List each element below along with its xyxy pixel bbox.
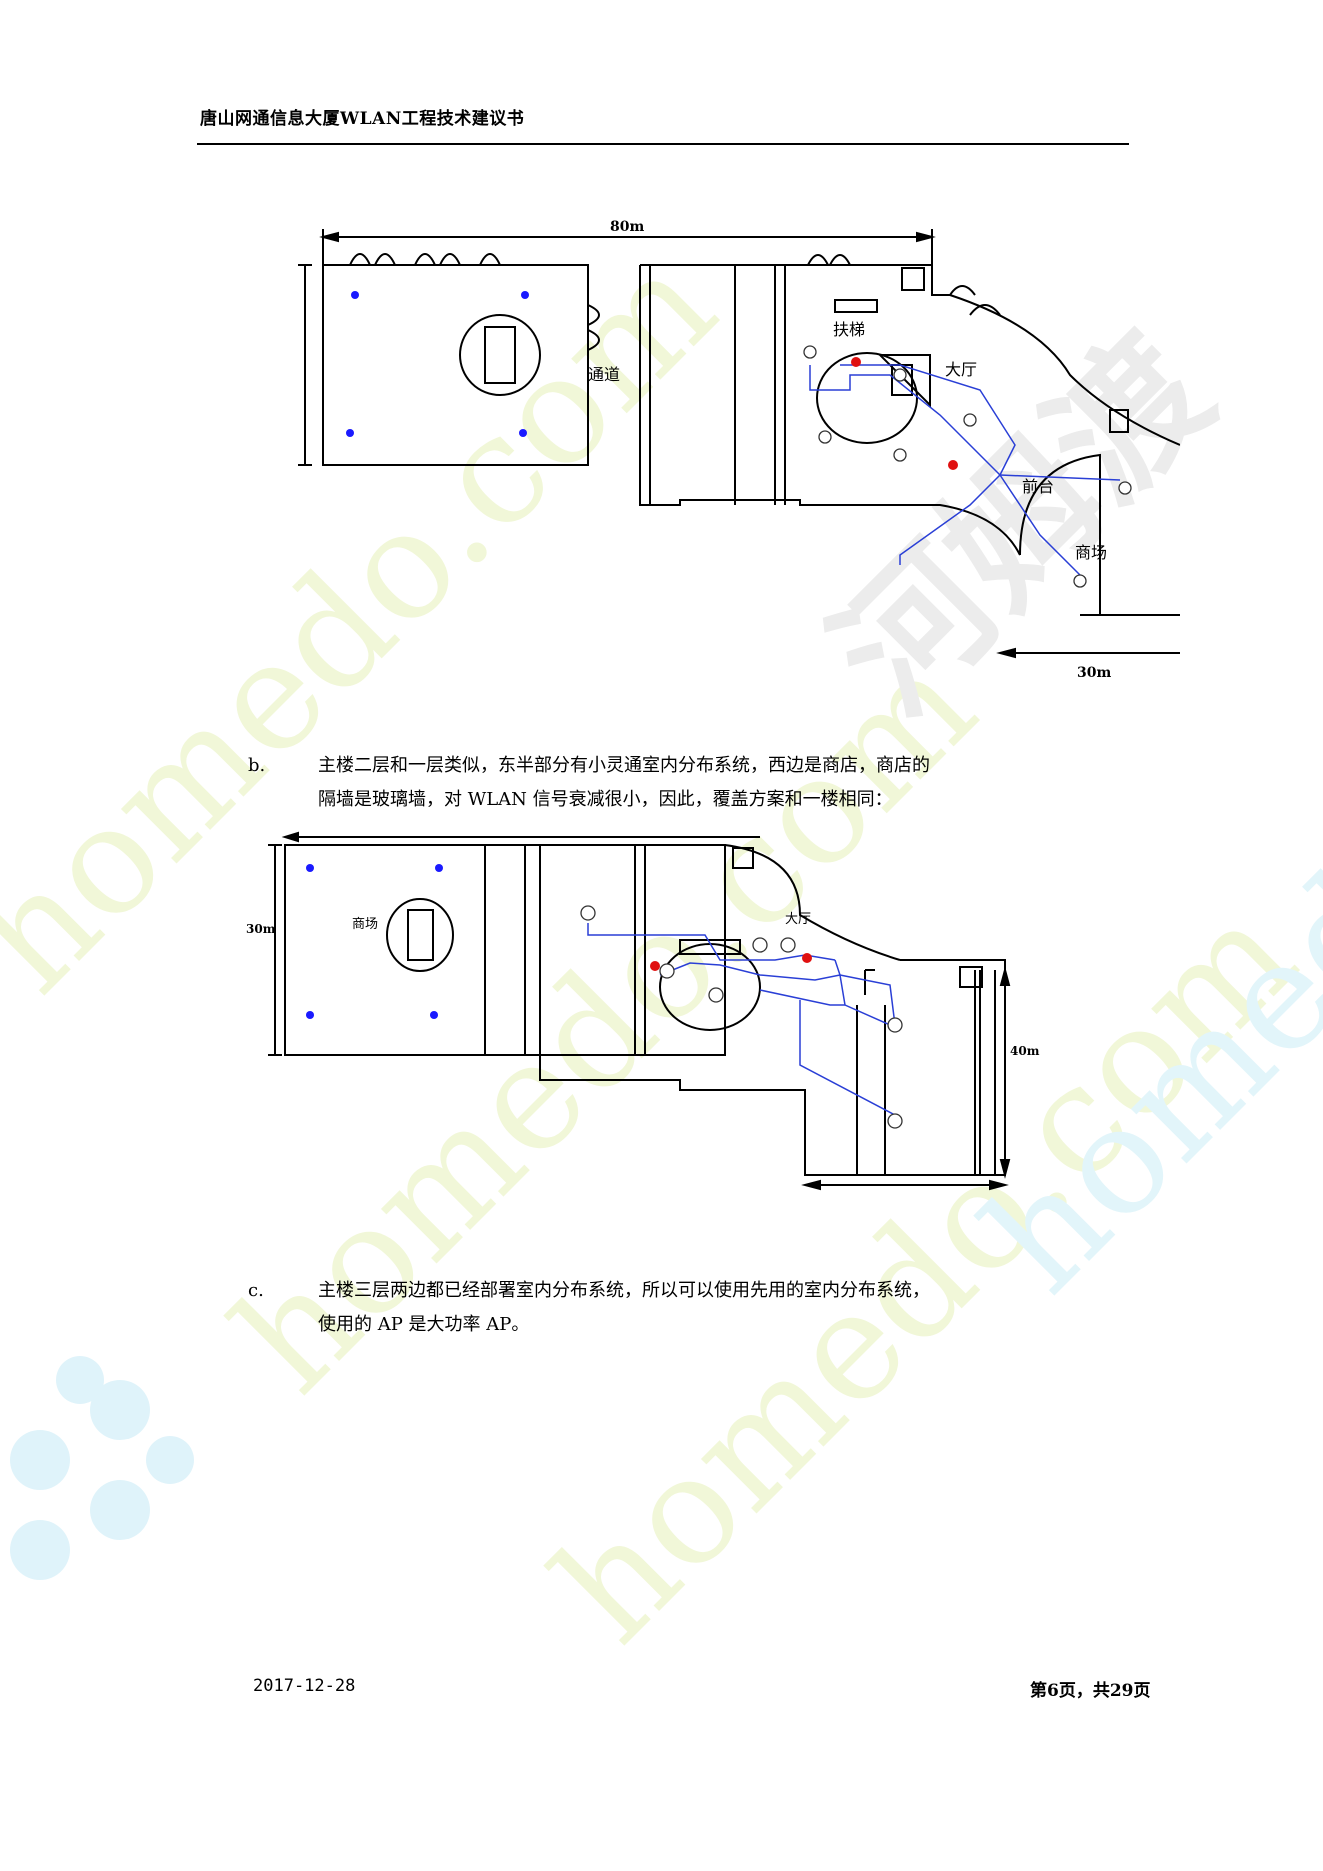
label-frontdesk: 前台 bbox=[1022, 477, 1054, 496]
dim-top-label: 80m bbox=[610, 219, 644, 235]
section-b-marker: b. bbox=[248, 755, 266, 776]
label-escalator: 扶梯 bbox=[833, 320, 865, 339]
label-corridor: 通道 bbox=[588, 365, 620, 384]
label-mall-2: 商场 bbox=[352, 917, 378, 932]
floorplan-first-floor: 80m 通道 扶梯 大厅 前台 商场 30m bbox=[298, 219, 1180, 681]
ap-marker-red bbox=[802, 953, 812, 963]
ap-marker-red bbox=[650, 961, 660, 971]
label-mall: 商场 bbox=[1075, 543, 1107, 562]
ap-markers bbox=[346, 291, 958, 470]
header-title: 唐山网通信息大厦WLAN工程技术建议书 bbox=[200, 109, 525, 129]
section-c-line-2: 使用的 AP 是大功率 AP。 bbox=[318, 1314, 530, 1335]
ap-marker bbox=[346, 429, 354, 437]
antenna-icons bbox=[803, 345, 1132, 588]
ap-marker bbox=[306, 864, 314, 872]
ap-marker bbox=[521, 291, 529, 299]
antenna-icons-2 bbox=[580, 905, 903, 1129]
ap-marker bbox=[306, 1011, 314, 1019]
label-hall-2: 大厅 bbox=[785, 912, 811, 927]
ap-marker bbox=[519, 429, 527, 437]
section-b-line-1: 主楼二层和一层类似，东半部分有小灵通室内分布系统，西边是商店，商店的 bbox=[318, 755, 930, 776]
ap-marker-red bbox=[948, 460, 958, 470]
footer-date: 2017-12-28 bbox=[253, 1676, 356, 1696]
footer-page-number: 第6页，共29页 bbox=[1030, 1681, 1151, 1701]
ap-markers-2 bbox=[306, 864, 812, 1019]
header-divider bbox=[197, 143, 1129, 145]
section-c-line-1: 主楼三层两边都已经部署室内分布系统，所以可以使用先用的室内分布系统， bbox=[318, 1280, 930, 1301]
floorplan-second-floor: 30m 40m 商场 大厅 bbox=[246, 831, 1040, 1191]
ap-marker bbox=[435, 864, 443, 872]
section-c-marker: c. bbox=[248, 1280, 264, 1301]
dim-bottom-label: 30m bbox=[1077, 665, 1111, 681]
label-hall: 大厅 bbox=[945, 360, 977, 379]
section-b-line-2: 隔墙是玻璃墙，对 WLAN 信号衰减很小，因此，覆盖方案和一楼相同： bbox=[318, 789, 893, 810]
watermark-flower-icon bbox=[10, 1356, 194, 1580]
dim-right-label: 40m bbox=[1010, 1044, 1040, 1058]
ap-marker bbox=[430, 1011, 438, 1019]
dim-left-label: 30m bbox=[246, 922, 276, 936]
ap-marker-red bbox=[851, 357, 861, 367]
ap-marker bbox=[351, 291, 359, 299]
